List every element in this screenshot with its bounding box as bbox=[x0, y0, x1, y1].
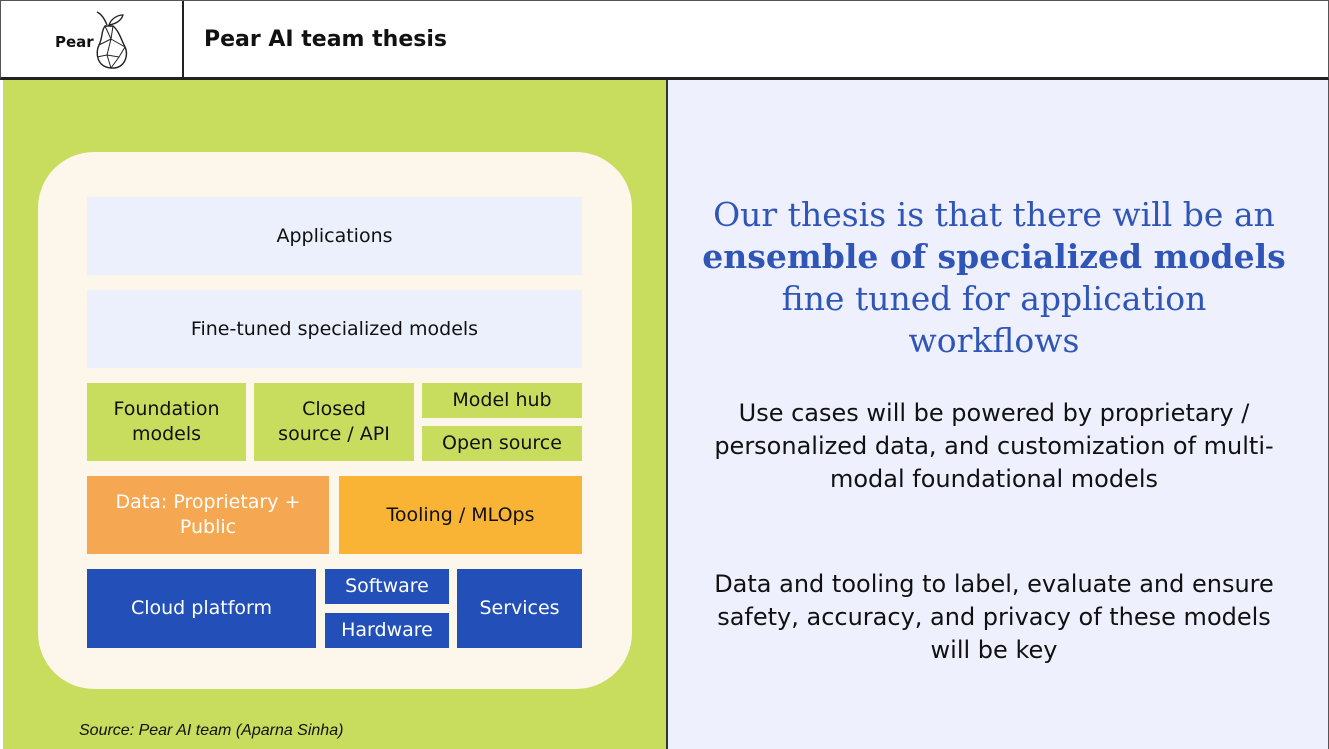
model-hub-label: Model hub bbox=[452, 389, 552, 411]
source-citation: Source: Pear AI team (Aparna Sinha) bbox=[79, 722, 344, 739]
use-cases-paragraph: Use cases will be powered by proprietary… bbox=[714, 399, 1274, 493]
closed-source-block: Closed source / API bbox=[254, 383, 414, 461]
open-source-label: Open source bbox=[442, 432, 562, 454]
pear-logo: Pear bbox=[1, 1, 184, 78]
services-block: Services bbox=[457, 569, 582, 648]
data-tooling-paragraph: Data and tooling to label, evaluate and … bbox=[714, 570, 1274, 664]
hardware-label: Hardware bbox=[341, 619, 433, 641]
model-hub-block: Model hub bbox=[422, 383, 582, 418]
applications-label: Applications bbox=[276, 224, 393, 247]
closed-source-label: Closed source / API bbox=[278, 398, 390, 445]
software-label: Software bbox=[345, 575, 429, 597]
fine-tuned-label: Fine-tuned specialized models bbox=[190, 317, 479, 340]
open-source-block: Open source bbox=[422, 426, 582, 461]
page-title: Pear AI team thesis bbox=[204, 27, 447, 52]
services-label: Services bbox=[479, 597, 560, 619]
thesis-emphasis: ensemble of specialized models bbox=[702, 237, 1286, 276]
hardware-block: Hardware bbox=[325, 613, 449, 648]
fine-tuned-models-block: Fine-tuned specialized models bbox=[87, 290, 582, 368]
logo-text: Pear bbox=[55, 33, 94, 51]
data-block: Data: Proprietary + Public bbox=[87, 476, 329, 554]
thesis-panel bbox=[666, 80, 1329, 749]
tooling-label: Tooling / MLOps bbox=[386, 503, 535, 526]
cloud-platform-label: Cloud platform bbox=[130, 597, 273, 619]
tooling-block: Tooling / MLOps bbox=[339, 476, 582, 554]
applications-block: Applications bbox=[87, 197, 582, 275]
software-block: Software bbox=[325, 569, 449, 604]
thesis-part-1: Our thesis is that there will be an bbox=[713, 195, 1275, 234]
thesis-statement: Our thesis is that there will be an ense… bbox=[700, 194, 1288, 362]
header: Pear Pear AI team thesis bbox=[0, 0, 1329, 80]
foundation-models-block: Foundation models bbox=[87, 383, 246, 461]
foundation-models-label: Foundation models bbox=[113, 398, 220, 445]
pear-icon bbox=[96, 11, 128, 69]
data-label: Data: Proprietary + Public bbox=[115, 491, 301, 538]
thesis-part-3: fine tuned for application workflows bbox=[781, 279, 1207, 360]
cloud-platform-block: Cloud platform bbox=[87, 569, 316, 648]
